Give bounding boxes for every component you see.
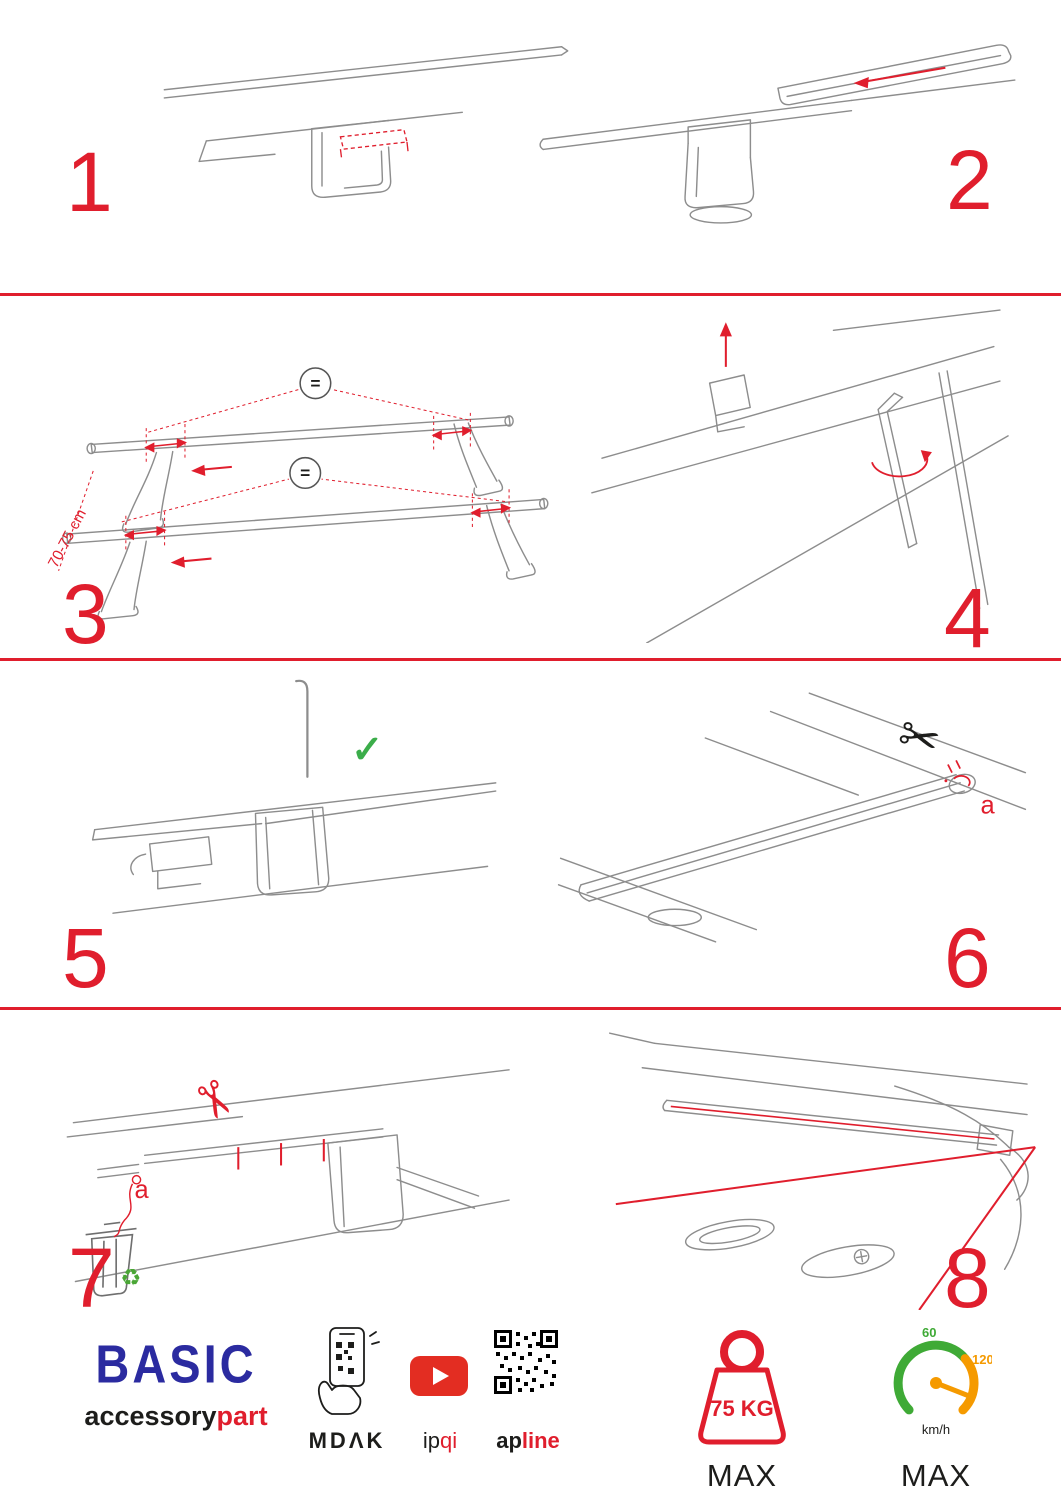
- step-number-4: 4: [944, 571, 991, 665]
- speed-120-label: 120: [972, 1352, 992, 1367]
- equal-marker-circle: [299, 367, 332, 400]
- step7-drawing: ♻ ✂ a: [66, 1069, 510, 1297]
- qr-code-icon: [494, 1330, 558, 1394]
- rotate-arrow: [871, 450, 932, 478]
- step5-illustration: ✓: [55, 675, 515, 960]
- step8-drawing: [609, 1032, 1036, 1310]
- dimension-arrows: [129, 430, 506, 563]
- highlight-plate: [339, 128, 409, 158]
- step2-illustration: [535, 22, 1025, 232]
- equal-sign: =: [310, 373, 320, 393]
- ipqi-red: qi: [440, 1428, 458, 1453]
- step2-drawing: [539, 44, 1016, 224]
- apline-red: line: [521, 1428, 560, 1453]
- step8-illustration: [556, 1025, 1036, 1310]
- step5-drawing: ✓: [91, 679, 497, 914]
- max-speed-label: MAX: [900, 1458, 972, 1493]
- speed-60-label: 60: [922, 1325, 936, 1340]
- brand-block: BASIC accessorypart: [72, 1333, 280, 1432]
- trash-bin-icon: [85, 1221, 137, 1297]
- section-divider: [0, 293, 1061, 296]
- step-number-1: 1: [66, 135, 113, 229]
- discard-thread: [113, 1174, 142, 1238]
- step-number-3: 3: [62, 567, 109, 661]
- insert-arrow: [719, 322, 732, 367]
- cut-marks: [944, 760, 971, 787]
- step-number-2: 2: [946, 133, 993, 227]
- step6-drawing: ✂ a: [557, 692, 1027, 943]
- brand-subtitle: accessorypart: [72, 1401, 280, 1432]
- brand-sub-red: part: [216, 1401, 268, 1431]
- slide-arrow: [853, 66, 946, 89]
- partner-ipqi: ipqi: [408, 1428, 472, 1454]
- weight-value: 75 KG: [710, 1396, 774, 1421]
- cut-tick-marks: [237, 1139, 325, 1170]
- alignment-lines: [615, 1105, 1036, 1310]
- speedometer-icon: 60 120 km/h: [880, 1324, 994, 1444]
- step3-illustration: = = 70-75 cm: [28, 320, 558, 630]
- apline-black: ap: [496, 1428, 522, 1453]
- phone-scan-icon: [306, 1326, 386, 1418]
- check-icon: ✓: [351, 729, 383, 772]
- step1-drawing: [163, 46, 569, 199]
- step4-drawing: [591, 309, 1009, 643]
- part-label: a: [981, 791, 996, 819]
- step7-illustration: ♻ ✂ a: [38, 1025, 518, 1310]
- step-number-5: 5: [62, 911, 109, 1005]
- brand-sub-black: accessory: [84, 1401, 217, 1431]
- speed-unit-label: km/h: [922, 1422, 950, 1437]
- section-divider: [0, 658, 1061, 661]
- partner-mdak: MDΛK: [308, 1428, 386, 1453]
- ipqi-black: ip: [422, 1428, 440, 1453]
- max-weight-label: MAX: [706, 1458, 778, 1493]
- guide-lines: [58, 388, 510, 571]
- step4-illustration: [588, 308, 1018, 643]
- arrowheads: [123, 426, 512, 568]
- scissors-icon: ✂: [892, 707, 946, 770]
- recycle-icon: ♻: [120, 1265, 141, 1291]
- brand-logo: BASIC: [95, 1333, 257, 1394]
- step-number-8: 8: [944, 1231, 991, 1325]
- step-number-7: 7: [68, 1231, 115, 1325]
- part-label: a: [134, 1176, 149, 1204]
- section-divider: [0, 1007, 1061, 1010]
- youtube-icon: [410, 1356, 468, 1396]
- equal-marker-circle: [289, 456, 322, 490]
- partner-apline: apline: [486, 1428, 570, 1454]
- step3-drawing: = = 70-75 cm: [45, 367, 549, 620]
- step6-illustration: ✂ a: [552, 685, 1032, 950]
- dimension-label: 70-75 cm: [45, 506, 90, 570]
- step1-illustration: [150, 28, 580, 258]
- max-weight-icon: 75 KG: [686, 1324, 798, 1450]
- step-number-6: 6: [944, 911, 991, 1005]
- equal-sign: =: [300, 463, 310, 483]
